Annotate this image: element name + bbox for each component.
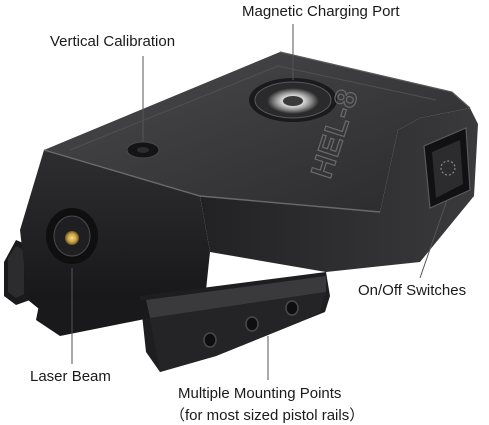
mounting-hole-3 [285, 300, 299, 316]
power-icon [440, 160, 456, 176]
mounting-hole-1 [203, 332, 217, 348]
laser-aperture [46, 208, 98, 264]
label-laser-beam: Laser Beam [30, 368, 111, 385]
on-off-switch [423, 127, 471, 209]
label-magnetic-charging-port: Magnetic Charging Port [242, 3, 400, 20]
leader-on-off [419, 199, 448, 279]
laser-lens [65, 231, 79, 245]
laser-sight-body [20, 51, 478, 326]
vertical-calibration-screw [126, 141, 160, 159]
label-mounting-points-note: （for most sized pistol rails） [170, 407, 365, 424]
body-front-face [20, 150, 210, 326]
body-top-face [44, 52, 470, 212]
rail-clamp [36, 272, 330, 372]
label-vertical-calibration: Vertical Calibration [50, 33, 176, 50]
body-right-face [200, 108, 478, 272]
magnetic-charging-port [249, 78, 337, 122]
label-on-off-switches: On/Off Switches [358, 282, 467, 299]
leader-lines [71, 24, 448, 380]
label-mounting-points: Multiple Mounting Points [178, 385, 342, 402]
mounting-points [203, 300, 299, 348]
mounting-hole-2 [245, 316, 259, 332]
